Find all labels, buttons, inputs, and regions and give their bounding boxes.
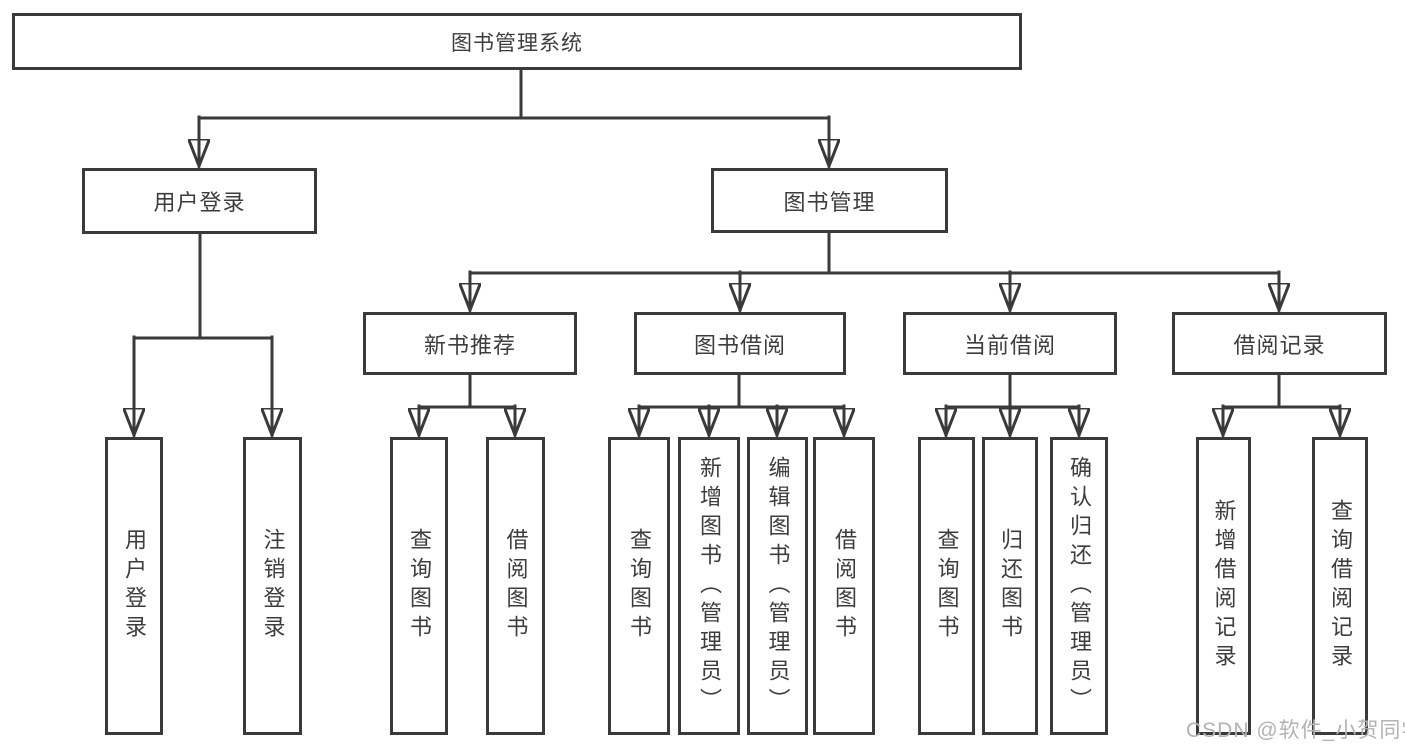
node-user-login: 用户登录 xyxy=(82,168,317,234)
node-current-borrow: 当前借阅 xyxy=(903,312,1117,375)
leaf-return-books: 归还图书 xyxy=(982,437,1038,735)
leaf-query-books-borrow: 查询图书 xyxy=(608,437,670,735)
leaf-user-login: 用户登录 xyxy=(105,437,163,735)
leaf-logout: 注销登录 xyxy=(243,437,302,735)
leaf-borrow-books-recommend: 借阅图书 xyxy=(486,437,545,735)
leaf-query-books-current: 查询图书 xyxy=(918,437,975,735)
leaf-edit-books-admin: 编辑图书（管理员） xyxy=(747,437,808,735)
node-borrow-records: 借阅记录 xyxy=(1172,312,1387,375)
leaf-query-books-recommend: 查询图书 xyxy=(390,437,448,735)
leaf-add-books-admin: 新增图书（管理员） xyxy=(678,437,740,735)
csdn-watermark: CSDN @软件_小贺同学 xyxy=(1186,719,1405,742)
leaf-add-borrow-record: 新增借阅记录 xyxy=(1196,437,1251,735)
leaf-borrow-books: 借阅图书 xyxy=(813,437,875,735)
leaf-query-borrow-record: 查询借阅记录 xyxy=(1312,437,1368,735)
node-book-management: 图书管理 xyxy=(711,168,948,233)
node-root-system: 图书管理系统 xyxy=(12,13,1022,70)
leaf-confirm-return-admin: 确认归还（管理员） xyxy=(1050,437,1108,735)
node-book-borrow: 图书借阅 xyxy=(634,312,846,375)
node-new-books: 新书推荐 xyxy=(363,312,577,375)
